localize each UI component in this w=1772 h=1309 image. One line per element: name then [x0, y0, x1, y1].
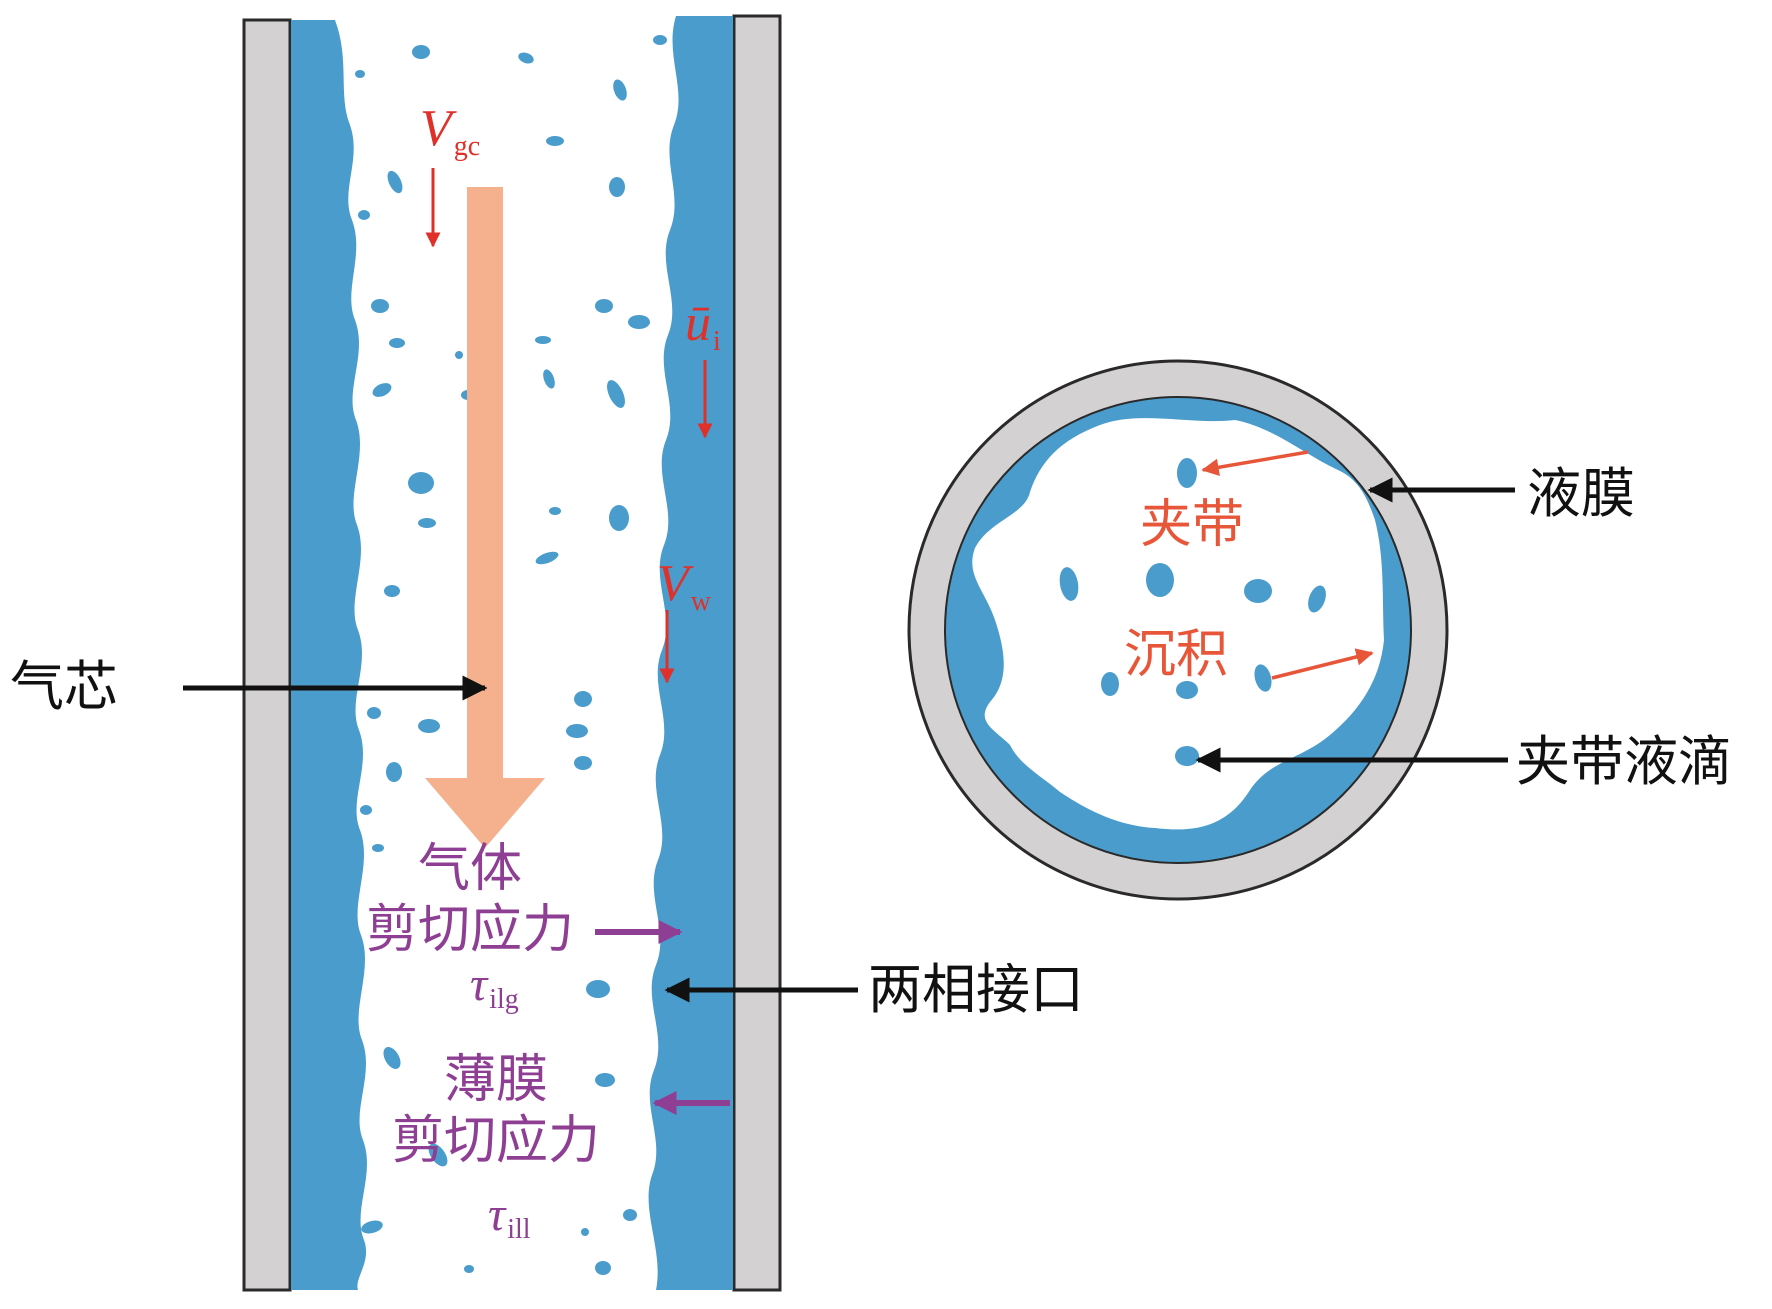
deposition-label: 沉积 — [1124, 625, 1228, 685]
liquid-film-label: 液膜 — [1527, 462, 1635, 525]
left-pipe-wall — [242, 18, 292, 1292]
tau-ill-symbol: τill — [488, 1188, 531, 1245]
film-shear-label-line1: 薄膜 — [444, 1050, 548, 1110]
cross-section-droplets — [1059, 458, 1326, 766]
entrainment-label: 夹带 — [1140, 495, 1244, 555]
vgc-symbol: Vgc — [420, 100, 480, 162]
right-liquid-film — [648, 16, 733, 1290]
gas-shear-label-line1: 气体 — [418, 839, 522, 899]
gas-core-label: 气芯 — [10, 655, 118, 718]
pipe-cross-section — [907, 359, 1449, 901]
deposition-arrow — [1271, 648, 1374, 680]
two-phase-interface-label: 两相接口 — [868, 958, 1084, 1021]
right-pipe-wall — [732, 14, 782, 1292]
gas-shear-label-line2: 剪切应力 — [366, 900, 574, 960]
vw-symbol: Vw — [657, 555, 712, 617]
left-liquid-film — [291, 20, 367, 1290]
entrained-droplet-label: 夹带液滴 — [1516, 730, 1732, 793]
tau-ilg-symbol: τilg — [470, 958, 519, 1015]
pipe-longitudinal-section — [242, 14, 782, 1292]
film-shear-label-line2: 剪切应力 — [392, 1111, 600, 1171]
cross-section-gas-core — [972, 418, 1384, 830]
ui-symbol: ūi — [685, 295, 721, 357]
gas-core-flow-arrow — [425, 187, 545, 848]
entrainment-arrow — [1201, 450, 1309, 476]
